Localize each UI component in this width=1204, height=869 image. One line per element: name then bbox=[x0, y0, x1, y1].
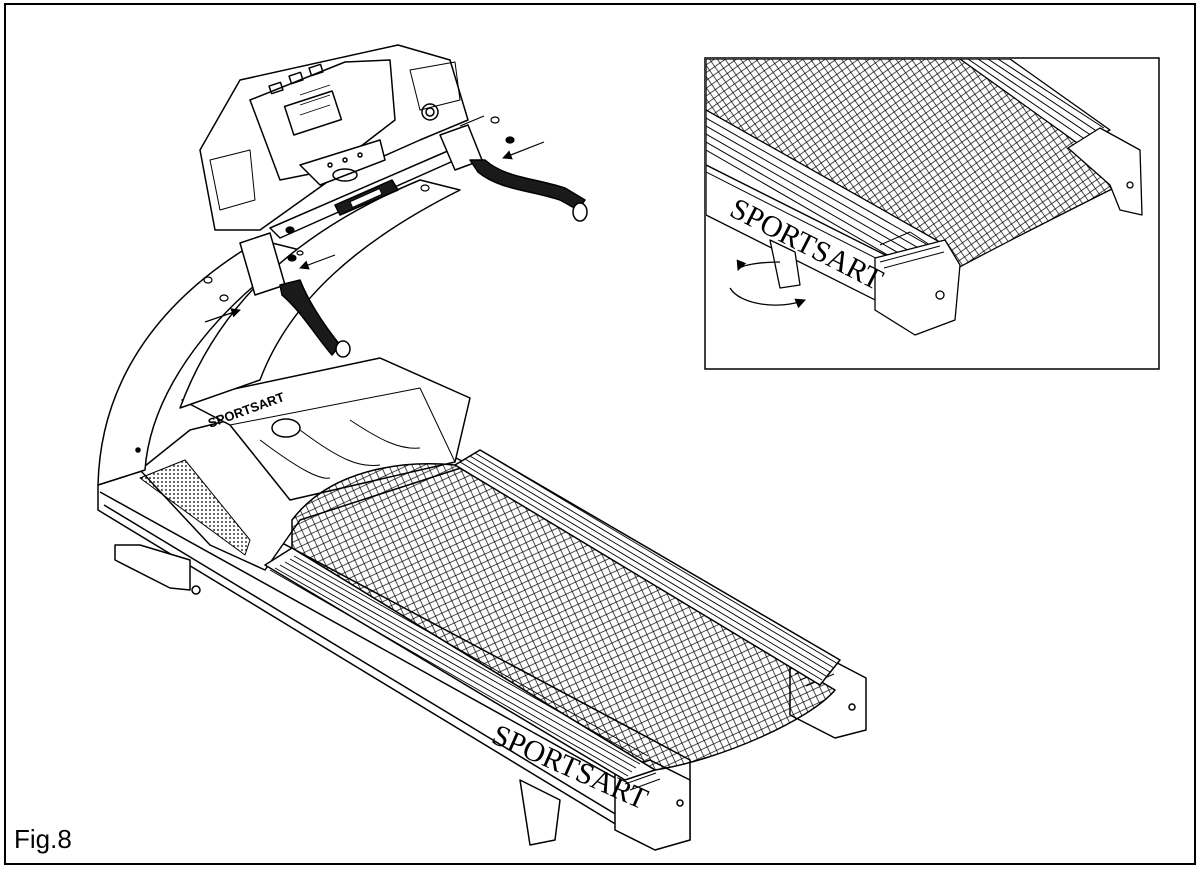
console-face bbox=[249, 59, 396, 181]
crossbar-label bbox=[349, 188, 383, 208]
elevation-foot bbox=[519, 779, 561, 846]
treadmill-illustration: SPORTSART SPORTSART bbox=[97, 44, 867, 851]
console-display bbox=[283, 90, 343, 136]
inset-near-end-cap bbox=[874, 239, 961, 336]
rotation-arrow-upper bbox=[736, 259, 781, 271]
inset-far-end-cap bbox=[1067, 127, 1143, 216]
inset-far-slats bbox=[959, 59, 1111, 146]
figure-label: Fig.8 bbox=[14, 824, 72, 854]
console-keypad bbox=[299, 139, 386, 186]
fasteners bbox=[203, 116, 515, 302]
left-upright bbox=[97, 239, 301, 486]
running-belt bbox=[291, 463, 836, 771]
inset-detail: SPORTSART bbox=[704, 57, 1160, 370]
rear-wheel bbox=[114, 544, 191, 591]
right-handle bbox=[469, 159, 586, 211]
hood-knob bbox=[271, 418, 301, 438]
motor-grill bbox=[139, 459, 251, 556]
assembly-arrows bbox=[204, 115, 545, 323]
rotation-arrow-lower bbox=[729, 287, 806, 309]
rail-bottom-edge bbox=[103, 504, 656, 839]
inset-elevation-foot bbox=[769, 239, 801, 289]
